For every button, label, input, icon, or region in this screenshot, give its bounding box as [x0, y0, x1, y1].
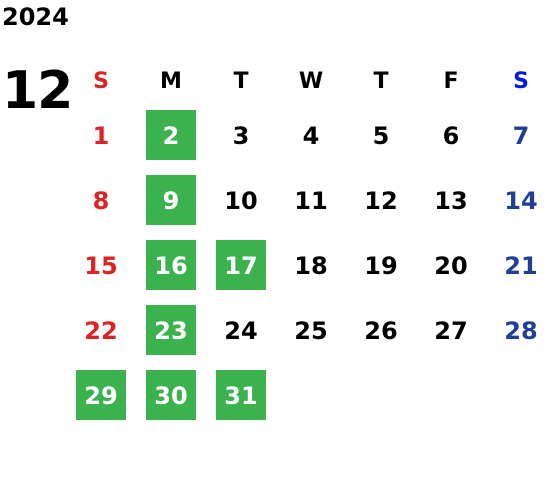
weekday-header-monday: M: [160, 68, 182, 94]
day-number: 21: [504, 251, 538, 280]
day-cell[interactable]: 21: [486, 236, 548, 301]
day-number: 26: [364, 316, 398, 345]
day-number: 2: [162, 121, 180, 150]
weekday-header-friday: F: [443, 68, 459, 94]
day-number: 10: [224, 186, 258, 215]
day-cell[interactable]: 16: [136, 236, 206, 301]
day-number: 20: [434, 251, 468, 280]
day-number: 13: [434, 186, 468, 215]
day-cell[interactable]: 8: [66, 171, 136, 236]
day-number: 17: [224, 251, 258, 280]
day-number: 24: [224, 316, 258, 345]
weekday-header-thursday: T: [373, 68, 389, 94]
year-label: 2024: [2, 3, 69, 31]
day-cell[interactable]: 27: [416, 301, 486, 366]
day-cell[interactable]: 23: [136, 301, 206, 366]
day-cell[interactable]: 29: [66, 366, 136, 431]
day-number: 23: [154, 316, 188, 345]
day-cell[interactable]: 11: [276, 171, 346, 236]
day-cell[interactable]: 3: [206, 106, 276, 171]
day-cell[interactable]: 10: [206, 171, 276, 236]
day-cell[interactable]: 5: [346, 106, 416, 171]
day-cell[interactable]: 14: [486, 171, 548, 236]
day-number: 27: [434, 316, 468, 345]
day-number: 18: [294, 251, 328, 280]
day-cell[interactable]: 30: [136, 366, 206, 431]
day-number: 8: [92, 186, 110, 215]
day-number: 3: [232, 121, 250, 150]
weekday-header-wednesday: W: [298, 68, 324, 94]
day-number: 31: [224, 381, 258, 410]
day-cell[interactable]: 6: [416, 106, 486, 171]
calendar-grid: S M T W T F S 1 2 3 4 5 6 7 8 9 10 11 12…: [66, 56, 548, 431]
day-number: 16: [154, 251, 188, 280]
day-cell[interactable]: 24: [206, 301, 276, 366]
day-number: 28: [504, 316, 538, 345]
weekday-header-saturday: S: [513, 68, 529, 94]
day-number: 22: [84, 316, 118, 345]
day-number: 15: [84, 251, 118, 280]
day-number: 30: [154, 381, 188, 410]
day-cell-empty: [486, 366, 548, 431]
day-cell[interactable]: 28: [486, 301, 548, 366]
day-number: 11: [294, 186, 328, 215]
day-number: 29: [84, 381, 118, 410]
day-cell-empty: [346, 366, 416, 431]
day-cell[interactable]: 9: [136, 171, 206, 236]
day-cell[interactable]: 20: [416, 236, 486, 301]
day-number: 7: [512, 121, 530, 150]
day-cell[interactable]: 4: [276, 106, 346, 171]
day-number: 1: [92, 121, 110, 150]
day-number: 9: [162, 186, 180, 215]
day-cell[interactable]: 15: [66, 236, 136, 301]
day-cell[interactable]: 7: [486, 106, 548, 171]
day-number: 5: [372, 121, 390, 150]
day-cell[interactable]: 25: [276, 301, 346, 366]
day-cell[interactable]: 31: [206, 366, 276, 431]
day-number: 19: [364, 251, 398, 280]
day-number: 25: [294, 316, 328, 345]
day-number: 12: [364, 186, 398, 215]
day-cell[interactable]: 13: [416, 171, 486, 236]
day-cell[interactable]: 22: [66, 301, 136, 366]
day-number: 14: [504, 186, 538, 215]
weekday-header-sunday: S: [93, 68, 109, 94]
day-cell-empty: [416, 366, 486, 431]
day-cell-empty: [276, 366, 346, 431]
day-number: 6: [442, 121, 460, 150]
day-cell[interactable]: 2: [136, 106, 206, 171]
day-number: 4: [302, 121, 320, 150]
weekday-header-tuesday: T: [233, 68, 249, 94]
day-cell[interactable]: 18: [276, 236, 346, 301]
day-cell[interactable]: 1: [66, 106, 136, 171]
month-number: 12: [2, 61, 73, 121]
day-cell[interactable]: 26: [346, 301, 416, 366]
day-cell[interactable]: 17: [206, 236, 276, 301]
day-cell[interactable]: 12: [346, 171, 416, 236]
day-cell[interactable]: 19: [346, 236, 416, 301]
